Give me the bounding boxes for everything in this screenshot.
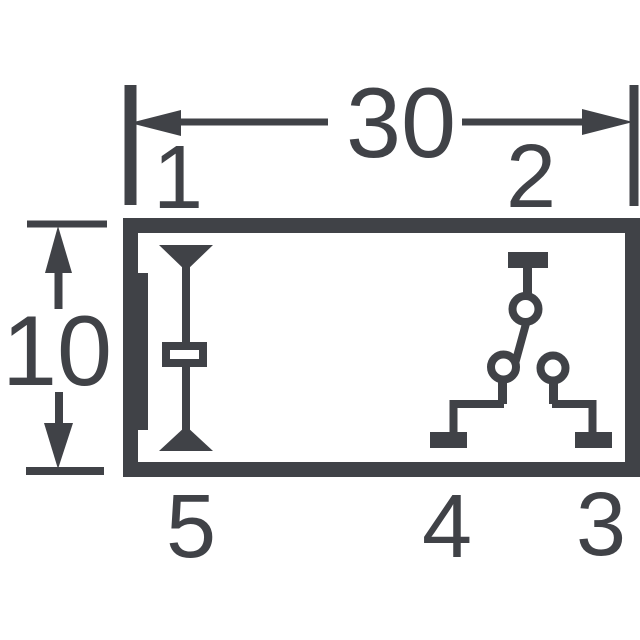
contact-symbol bbox=[430, 252, 612, 448]
relay-outline bbox=[123, 218, 640, 477]
contact-point-pin3 bbox=[536, 351, 570, 385]
pin4-label: 4 bbox=[422, 477, 472, 577]
height-dimension: 10 bbox=[2, 220, 112, 475]
pin2-terminal-pad bbox=[508, 252, 548, 268]
coil-triangle-down-icon bbox=[159, 245, 213, 271]
pin5-label: 5 bbox=[166, 477, 216, 577]
width-dimension: 30 bbox=[124, 67, 639, 206]
pin1-label: 1 bbox=[153, 128, 203, 228]
case-orientation-mark bbox=[123, 273, 148, 430]
width-dimension-value: 30 bbox=[346, 67, 456, 178]
pin3-label: 3 bbox=[576, 475, 626, 575]
contact-point-pin4 bbox=[487, 350, 520, 384]
arrow-up-icon bbox=[45, 226, 72, 273]
pin3-terminal-pad bbox=[575, 432, 612, 448]
arrow-left-icon bbox=[130, 110, 181, 136]
arrow-right-icon bbox=[582, 109, 633, 135]
pin2-label: 2 bbox=[506, 127, 556, 227]
arrow-down-icon bbox=[44, 423, 73, 469]
coil-triangle-up-icon bbox=[159, 426, 213, 451]
coil-symbol bbox=[159, 245, 213, 451]
common-contact-pivot bbox=[508, 292, 543, 326]
pin4-terminal-pad bbox=[430, 432, 467, 448]
height-dimension-value: 10 bbox=[2, 295, 112, 406]
pin-labels: 1 2 3 4 5 bbox=[153, 127, 626, 577]
coil-box bbox=[162, 342, 207, 367]
